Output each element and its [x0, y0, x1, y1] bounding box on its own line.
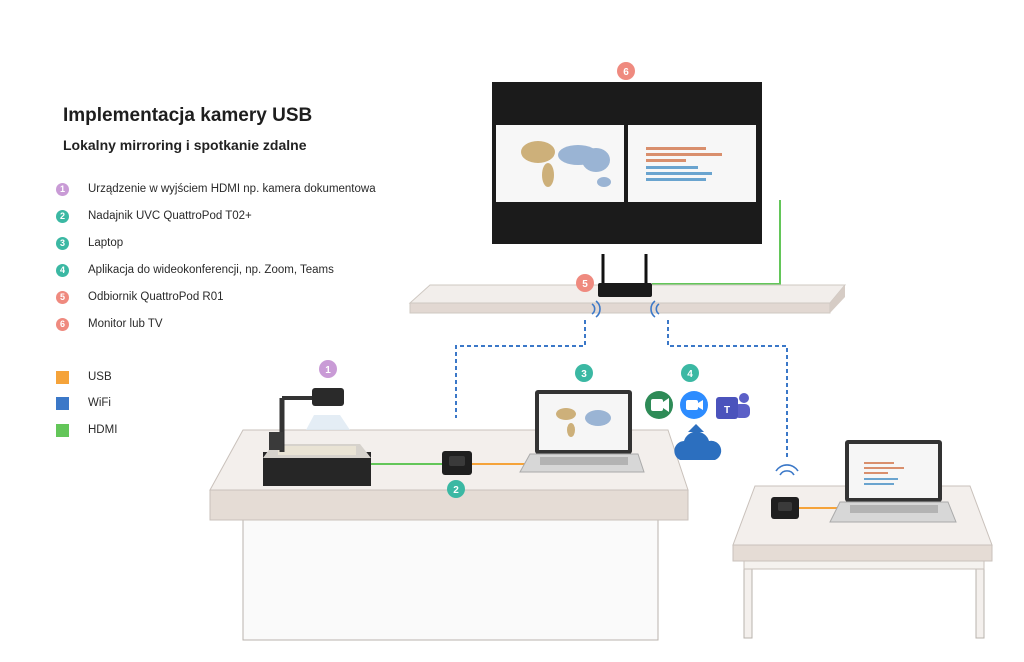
badge-1: 1 [319, 360, 337, 378]
document-camera-icon [263, 388, 371, 486]
legend-label: Monitor lub TV [88, 318, 163, 330]
legend-label: Laptop [88, 237, 124, 249]
legend-item: 1 Urządzenie w wyjściem HDMI np. kamera … [56, 180, 476, 198]
badge-4: 4 [681, 364, 699, 382]
connection-label: HDMI [88, 424, 118, 436]
page-subtitle: Lokalny mirroring i spotkanie zdalne [63, 137, 307, 153]
legend-label: Odbiornik QuattroPod R01 [88, 291, 224, 303]
badge-2: 2 [447, 480, 465, 498]
connection-swatch [56, 396, 69, 410]
connection-label: USB [88, 371, 112, 383]
svg-text:5: 5 [582, 279, 588, 290]
badge-5: 5 [576, 274, 594, 292]
legend-item: 4 Aplikacja do wideokonferencji, np. Zoo… [56, 261, 476, 279]
legend-badge: 6 [56, 317, 69, 331]
connection-swatch [56, 423, 69, 437]
legend-label: Urządzenie w wyjściem HDMI np. kamera do… [88, 183, 376, 195]
svg-text:1: 1 [325, 365, 331, 376]
laptop-icon [829, 440, 957, 523]
legend-badge: 4 [56, 263, 69, 277]
svg-text:2: 2 [453, 485, 459, 496]
badge-6: 6 [617, 62, 635, 80]
legend-item: 3 Laptop [56, 234, 476, 252]
zoom-icon [680, 391, 708, 419]
legend-item: 5 Odbiornik QuattroPod R01 [56, 288, 476, 306]
cloud-upload-icon [674, 424, 722, 460]
connection-swatch [56, 370, 69, 384]
svg-text:6: 6 [623, 67, 629, 78]
legend-label: Aplikacja do wideokonferencji, np. Zoom,… [88, 264, 334, 276]
svg-text:3: 3 [581, 369, 587, 380]
legend-badge: 2 [56, 209, 69, 223]
legend-item: 2 Nadajnik UVC QuattroPod T02+ [56, 207, 476, 225]
legend-badge: 5 [56, 290, 69, 304]
page-title: Implementacja kamery USB [63, 105, 313, 126]
laptop-icon [519, 390, 645, 473]
connection-legend-usb: USB [56, 369, 112, 385]
svg-text:T: T [724, 405, 730, 416]
legend-label: Nadajnik UVC QuattroPod T02+ [88, 210, 252, 222]
badge-3: 3 [575, 364, 593, 382]
svg-text:4: 4 [687, 369, 693, 380]
transmitter-icon [771, 497, 799, 519]
connection-legend-wifi: WiFi [56, 395, 111, 411]
legend-badge: 1 [56, 182, 69, 196]
connection-label: WiFi [88, 397, 111, 409]
transmitter-icon [442, 451, 472, 475]
router-icon [598, 254, 652, 297]
google-meet-icon [645, 391, 673, 419]
legend-badge: 3 [56, 236, 69, 250]
connection-legend-hdmi: HDMI [56, 422, 117, 438]
monitor-icon [492, 82, 762, 244]
teams-icon: T [716, 393, 750, 419]
legend-item: 6 Monitor lub TV [56, 315, 476, 333]
